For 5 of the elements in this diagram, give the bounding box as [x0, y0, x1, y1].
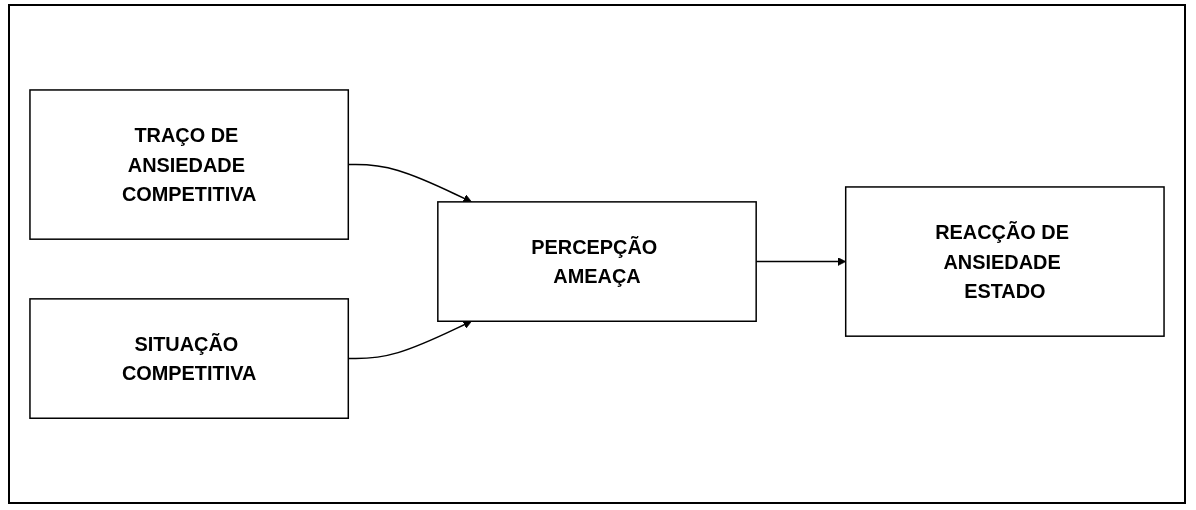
node-box [844, 186, 1165, 337]
node-box [29, 298, 350, 419]
node-box [437, 201, 757, 322]
diagram-frame: TRAÇO DE ANSIEDADE COMPETITIVA SITUAÇÃO COMPETITIVA PERCEPÇÃO AMEAÇA REACÇÃO DE ANSIEDADE ESTADO [8, 4, 1186, 504]
node-box [29, 89, 350, 240]
